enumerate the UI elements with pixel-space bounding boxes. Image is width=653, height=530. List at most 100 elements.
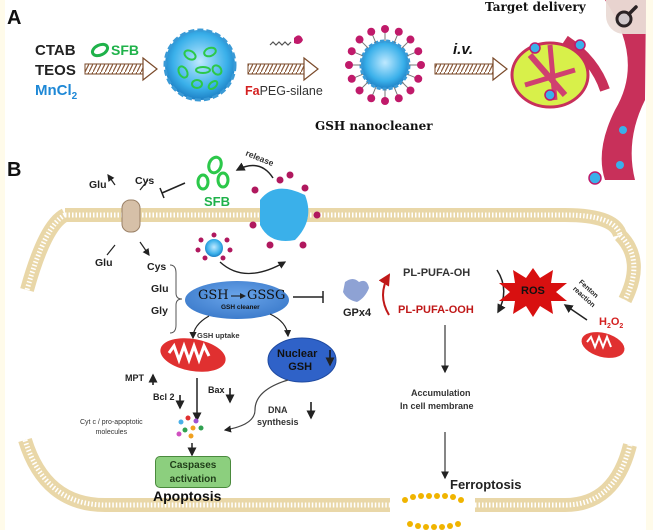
panel-b-label: B [7,159,22,181]
cell-membrane [18,208,641,512]
transporter-cys-out: Cys [147,261,167,273]
reagent-teos: TEOS [35,62,76,79]
mitochondrion-left-icon [160,338,226,372]
h2o2-sub2: 2 [619,323,624,331]
sfb-molecule-icon [90,42,110,58]
panel-a-label: A [7,7,22,29]
synthesis-arrow-2 [247,56,319,82]
mitochondrion-right-icon [581,332,625,358]
folate-ligand [381,25,389,33]
figure-canvas: A CTAB TEOS MnCl2 SFB FaPEG-silane GSH n… [5,0,646,530]
transporter-glu-in: Glu [95,257,113,269]
bcl2-label: Bcl 2 [153,392,175,402]
nuclear-gsh-ellipse [267,337,337,383]
gsh-cleaner-oval [185,281,289,319]
h2o2-o: O [610,316,620,328]
gssg-text: GSSG [247,288,286,303]
gssg-inhibit-gpx4 [293,291,324,303]
iv-arrow [434,56,508,82]
gpx4-label: GPx4 [343,307,372,319]
fenton-arrow [563,304,588,321]
folate-ligand [414,47,423,56]
target-delivery-label: Target delivery [485,0,586,14]
precursor-gly: Gly [151,305,168,317]
precursor-glu: Glu [151,283,169,295]
folate-ligand [406,35,415,44]
diagram-graphics [18,0,646,530]
zoom-button[interactable] [606,0,646,34]
dna-to-apoptosis-arrow [223,379,289,433]
gsh-cleaner-sublabel: GSH cleaner [221,304,260,311]
cytc-molecules-icon [176,415,204,439]
reagent-mncl2: MnCl2 [35,83,77,102]
degrading-nanocleaner [249,171,321,249]
folate-ligand [347,74,356,83]
ferroptosis-pore [402,493,464,530]
mncl-text: MnCl [35,82,72,99]
gsh-text-nuclear: GSH [288,361,313,373]
in-cell-membrane-text: In cell membrane [400,401,474,411]
folate-ligand [394,27,403,36]
ferroptosis-label: Ferroptosis [450,477,522,492]
molecules-text: molecules [95,429,128,436]
folate-ligand [417,61,425,69]
accumulation-label: Accumulation In cell membrane [400,387,474,413]
folate-ligand [345,61,353,69]
folate-ligand [355,86,364,95]
gsh-nanocleaner-particle [345,25,425,105]
folate-ligand [347,47,356,56]
cytc-text: Cyt c / pro-apoptotic [80,419,143,426]
ros-burst-icon [499,268,567,317]
sfb-label-b: SFB [204,194,230,209]
accumulation-text: Accumulation [411,388,471,398]
gpx4-protein-icon [343,279,369,302]
mpt-label: MPT [125,373,144,383]
dna-text: DNA [268,405,288,415]
folate-ligand [367,27,376,36]
activation-text: activation [169,474,217,485]
pl-pufa-ooh-label: PL-PUFA-OOH [398,304,474,316]
folate-ligand [367,94,376,103]
bax-label: Bax [208,385,225,395]
magnifier-icon [615,5,638,28]
caspases-activation-box: Caspases activation [155,456,231,488]
fapeg-silane-label: FaPEG-silane [245,85,323,98]
folate-ligand [406,86,415,95]
reagent-ctab: CTAB [35,42,76,59]
cytc-label: Cyt c / pro-apoptotic molecules [80,418,143,438]
mncl-subscript: 2 [71,91,78,102]
folate-ligand [414,74,423,83]
nuclear-text: Nuclear [277,348,318,360]
ros-label: ROS [521,285,545,297]
h2o2-sub1: 2 [606,323,611,331]
transporter-glu-out: Glu [89,179,107,191]
internalized-nanocleaner [195,232,287,275]
nuclear-arrow [269,313,292,338]
folate-ligand [355,35,364,44]
caspases-text: Caspases [169,460,217,471]
iv-label: i.v. [453,41,474,58]
peg-silane-text: PEG-silane [259,84,323,98]
sfb-label-a: SFB [111,42,139,58]
gsh-uptake-arrow [189,315,210,340]
xct-transporter [106,174,150,256]
folate-ligand [394,94,403,103]
synthesis-arrow-1 [84,56,158,82]
gsh-text: GSH [198,288,229,303]
dna-synthesis-label: DNA synthesis [257,404,299,428]
apoptosis-label: Apoptosis [153,488,222,504]
folate-ligand [381,97,389,105]
transporter-cys-in: Cys [135,175,155,187]
fapeg-silane-icon [269,35,303,46]
pl-pufa-oh-label: PL-PUFA-OH [403,267,471,279]
mesoporous-nanoparticle [163,28,237,102]
gsh-nanocleaner-label: GSH nanocleaner [315,119,433,133]
gpx4-reduction-arrow [378,273,391,316]
ros-oxidation-arrow [496,269,506,314]
h2o2-label: H2O2 [599,316,624,331]
fa-prefix: Fa [245,84,260,98]
synthesis-text: synthesis [257,417,299,427]
sfb-inhibition [159,155,274,199]
gsh-uptake-label: GSH uptake [197,331,240,340]
